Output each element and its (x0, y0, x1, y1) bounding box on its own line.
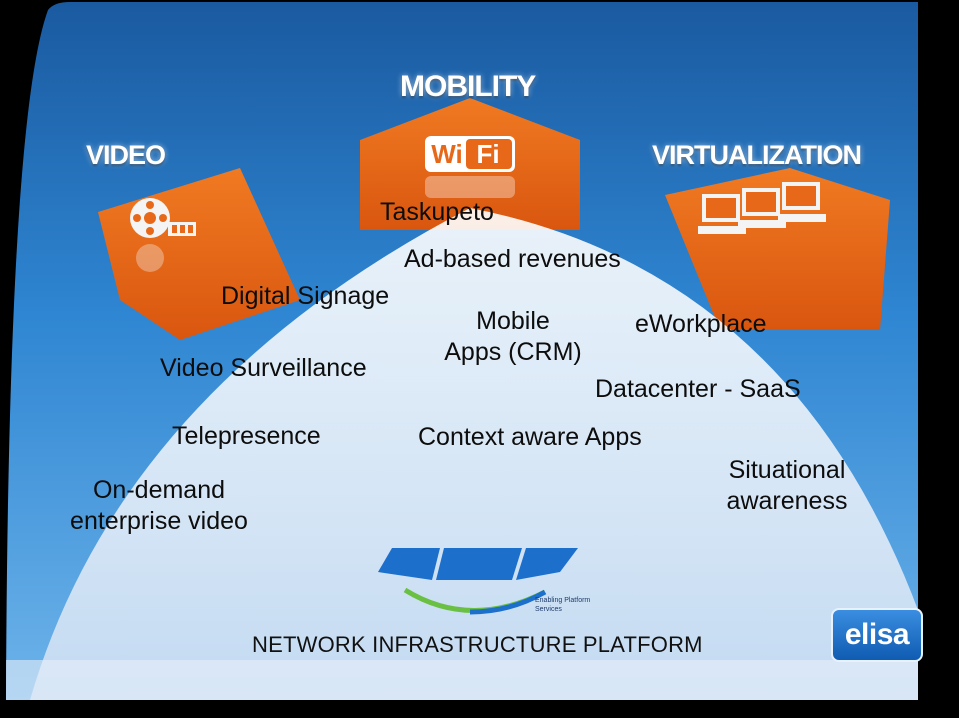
footer-title: NETWORK INFRASTRUCTURE PLATFORM (252, 632, 703, 657)
category-mobility-title: MOBILITY (400, 70, 536, 103)
item-mobile-apps: Mobile Apps (CRM) (432, 306, 594, 368)
category-video-title: VIDEO (86, 140, 166, 170)
item-mobile-apps-line1: Mobile (476, 307, 550, 335)
footer-bar (6, 660, 918, 700)
item-ad-based-revenues: Ad-based revenues (404, 245, 621, 273)
computers-icon (698, 182, 826, 234)
item-digital-signage: Digital Signage (221, 282, 390, 310)
item-situational-awareness: Situational awareness (706, 455, 868, 517)
wifi-badge-text: Wi Fi (428, 138, 512, 170)
enabling-platform-label: Enabling Platform Services (535, 596, 590, 614)
wifi-badge-fi: Fi (476, 139, 500, 169)
enabling-platform-line1: Enabling Platform (535, 597, 591, 604)
platform-dome (30, 208, 918, 700)
item-taskupeto: Taskupeto (380, 198, 494, 226)
film-reel-icon (130, 198, 196, 272)
category-virtualization-title: VIRTUALIZATION (652, 140, 862, 170)
item-mobile-apps-line2: Apps (CRM) (444, 338, 582, 366)
item-on-demand-enterprise-video: On-demand enterprise video (48, 475, 270, 537)
item-context-aware-apps: Context aware Apps (418, 423, 642, 451)
item-video-surveillance: Video Surveillance (160, 354, 367, 382)
elisa-logo-text: elisa (844, 618, 910, 651)
item-situational-line1: Situational (728, 456, 846, 484)
item-on-demand-line2: enterprise video (70, 507, 248, 535)
item-on-demand-line1: On-demand (92, 476, 226, 504)
wifi-badge-wi: Wi (431, 139, 463, 169)
elisa-logo: elisa (831, 608, 923, 662)
item-eworkplace: eWorkplace (635, 310, 767, 338)
item-telepresence: Telepresence (172, 422, 321, 450)
enabling-platform-line2: Services (535, 606, 562, 613)
item-datacenter-saas: Datacenter - SaaS (595, 375, 801, 403)
item-situational-line2: awareness (726, 487, 848, 515)
platform-ring (378, 548, 578, 615)
wifi-icon (425, 136, 515, 198)
